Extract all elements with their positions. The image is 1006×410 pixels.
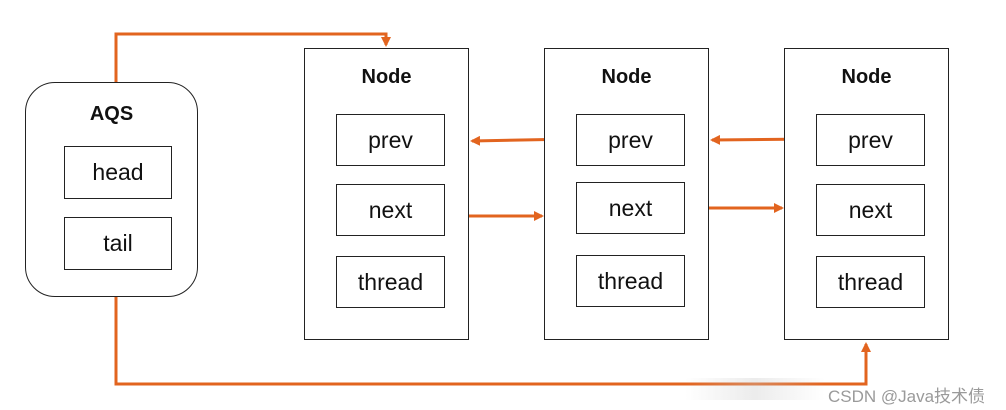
node-title: Node (601, 66, 652, 88)
node-next-field: next (336, 184, 445, 236)
node-title: Node (361, 66, 412, 88)
aqs-box: AQS head tail (25, 82, 198, 297)
node-next-field: next (816, 184, 925, 236)
node-prev-field: prev (816, 114, 925, 166)
aqs-head-field: head (64, 146, 172, 199)
node-title: Node (841, 66, 892, 88)
node-prev-field: prev (576, 114, 685, 166)
node-thread-field: thread (576, 255, 685, 307)
watermark-ghost (685, 378, 825, 400)
watermark-text: CSDN @Java技术债 (828, 387, 986, 406)
node-box-1: Node prev next thread (304, 48, 469, 340)
node-box-2: Node prev next thread (544, 48, 709, 340)
aqs-title: AQS (89, 103, 134, 125)
node-thread-field: thread (816, 256, 925, 308)
node-prev-field: prev (336, 114, 445, 166)
tail-pointer-arrow (114, 270, 871, 386)
aqs-tail-field: tail (64, 217, 172, 270)
node-thread-field: thread (336, 256, 445, 308)
node-box-3: Node prev next thread (784, 48, 949, 340)
node-next-field: next (576, 182, 685, 234)
